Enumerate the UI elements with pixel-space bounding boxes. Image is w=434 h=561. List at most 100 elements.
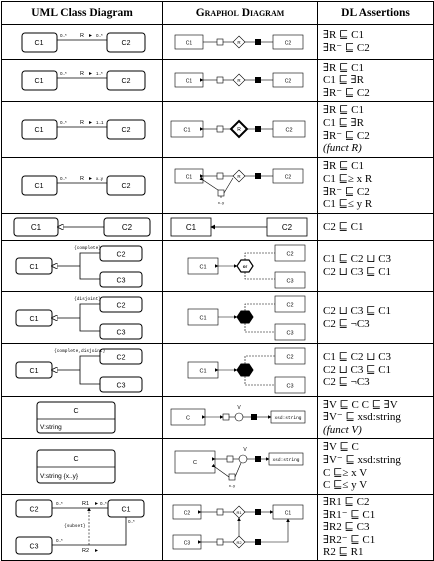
role-label: R1 (236, 510, 242, 515)
class-label: C3 (117, 278, 126, 285)
range-node (251, 414, 257, 420)
multiplicity: 0..* (128, 519, 135, 524)
role-label: R (237, 40, 241, 45)
uml-cell: C1 C2 0..* R ▸ x..y (1, 157, 163, 214)
class-box (21, 119, 58, 140)
multiplicity: 0..* (60, 120, 67, 125)
class-box (21, 175, 58, 196)
graphol-cell: C1 C2 C3 (162, 291, 318, 344)
uml-cell: C1 C2 C3 {disjoint} (1, 291, 163, 344)
table-row: C1 C2 C3 {complete} C1 C2 C3 or (1, 240, 434, 292)
class-box (106, 175, 146, 196)
uml-cell: C1 C2 (1, 213, 163, 241)
graphol-cell: C1 R C2 (162, 24, 318, 60)
dl-assertion: ∃R2⁻ ⊑ C1 (323, 533, 376, 546)
class-box (36, 449, 116, 484)
datatype-label: xsd:string (274, 415, 301, 421)
multiplicity: 1..1 (96, 120, 104, 125)
dl-assertion: ∃V⁻ ⊑ xsd:string (323, 453, 401, 466)
table-row: C2 C1 C3 0..* R1 ▸ 0..* 0..* R2 ▸ 0..* {… (1, 494, 434, 561)
dl-cell: ∃R ⊑ C1 C1 ⊑≥ x R ∃R⁻ ⊑ C2 C1 ⊑≤ y R (317, 157, 434, 214)
functional-role-node (229, 119, 249, 139)
table-row: C1 C2 0..* R ▸ x..y C1 R (1, 157, 434, 214)
concept-label: C2 (285, 128, 292, 134)
dl-assertion: ∃R⁻ ⊑ C2 (323, 185, 370, 198)
class-label: C2 (122, 223, 133, 232)
uml-diagram: C1 C2 C3 {complete} (15, 245, 143, 288)
datatype-node (268, 452, 304, 466)
dl-assertion: ∃R ⊑ C1 (323, 29, 364, 42)
dl-assertion: R2 ⊑ R1 (323, 546, 364, 559)
concept-label: C2 (285, 175, 292, 181)
dl-assertion: ∃R ⊑ C1 (323, 104, 364, 117)
concept-label: C2 (286, 303, 293, 309)
dl-cell: ∃V ⊑ C C ⊑ ∃V ∃V⁻ ⊑ xsd:string (funct V) (317, 396, 434, 439)
uml-diagram: C V:string (36, 401, 116, 434)
domain-node (222, 413, 230, 421)
dl-assertion: C ⊑≥ x V (323, 466, 368, 479)
header-graphol: Graphol Diagram (162, 1, 318, 25)
class-box (99, 271, 143, 288)
role-node (232, 535, 246, 549)
class-box (99, 348, 143, 365)
dl-assertion: C1 ⊑ C2 ⊔ C3 (323, 253, 392, 266)
graphol-diagram: C1 R C2 (174, 72, 304, 88)
input-edge (244, 252, 275, 280)
concept-node (274, 271, 306, 289)
uml-diagram: C V:string {x..y} (36, 449, 116, 484)
role-label: R (237, 78, 241, 83)
role-node (232, 73, 246, 87)
graphol-diagram: C V xsd:string (170, 405, 306, 426)
role-label: R (237, 127, 241, 133)
class-label: C1 (35, 183, 44, 190)
dl-assertion: C2 ⊑ ¬C3 (323, 317, 370, 330)
uml-diagram: C1 C2 C3 {disjoint} (15, 296, 143, 340)
edge (261, 518, 290, 543)
constraint-label: {disjoint} (74, 296, 101, 302)
graphol-cell: C2 R1 C1 C3 R2 (162, 494, 318, 561)
datatype-label: xsd:string (272, 457, 299, 463)
uml-cell: C1 C2 0..* R ▸ 1..1 (1, 101, 163, 158)
graphol-cell: C1 C2 C3 (162, 343, 318, 397)
table-row: C V:string {x..y} C V xsd:string x..y (1, 438, 434, 495)
uml-diagram: C1 C2 0..* R ▸ 1..* (21, 70, 146, 91)
range-node (255, 456, 261, 462)
concept-node (272, 34, 304, 50)
class-label: C2 (117, 252, 126, 259)
graphol-diagram: C V xsd:string x..y (174, 447, 304, 488)
class-box (106, 119, 146, 140)
table-row: C1 C2 C3 {complete,disjoint} C1 C2 C3 (1, 343, 434, 397)
role-label: R (80, 71, 84, 77)
header-uml: UML Class Diagram (1, 1, 163, 25)
attribute-label: V:string {x..y} (40, 473, 79, 480)
direction-icon: ▸ (89, 176, 92, 182)
class-box (21, 32, 58, 53)
role-label: R (80, 33, 84, 39)
dl-assertion: C2 ⊔ C3 ⊑ C1 (323, 266, 392, 278)
concept-label: C3 (286, 384, 293, 390)
graphol-diagram: C1 C2 C3 (187, 295, 306, 341)
uml-diagram: C2 C1 C3 0..* R1 ▸ 0..* 0..* R2 ▸ 0..* {… (15, 499, 145, 555)
dl-assertion: (funct V) (323, 423, 362, 436)
dl-assertion: ∃R⁻ ⊑ C2 (323, 129, 370, 142)
multiplicity: 0..* (100, 501, 107, 506)
disjoint-union-node (236, 310, 254, 324)
multiplicity: 0..* (96, 33, 103, 38)
dl-cell: ∃R ⊑ C1 C1 ⊑ ∃R ∃R⁻ ⊑ C2 (funct R) (317, 101, 434, 158)
domain-node (216, 538, 224, 546)
role-label: R1 (82, 501, 89, 507)
class-label: C2 (117, 355, 126, 362)
role-label: R2 (236, 540, 242, 545)
uml-diagram: C1 C2 0..* R ▸ 1..1 (21, 119, 146, 140)
input-edge (244, 303, 275, 333)
edge (234, 462, 242, 478)
multiplicity: 0..* (60, 33, 67, 38)
domain-node (226, 455, 234, 463)
table-row: C1 C2 C3 {disjoint} C1 C2 C3 (1, 291, 434, 344)
table-row: C1 C2 0..* R ▸ 0..* C1 R (1, 24, 434, 60)
class-label: C1 (35, 127, 44, 134)
class-label: C1 (30, 264, 39, 271)
uml-diagram: C1 C2 (13, 217, 151, 237)
graphol-cell: C1 R C2 (162, 59, 318, 102)
domain-node (216, 508, 224, 516)
